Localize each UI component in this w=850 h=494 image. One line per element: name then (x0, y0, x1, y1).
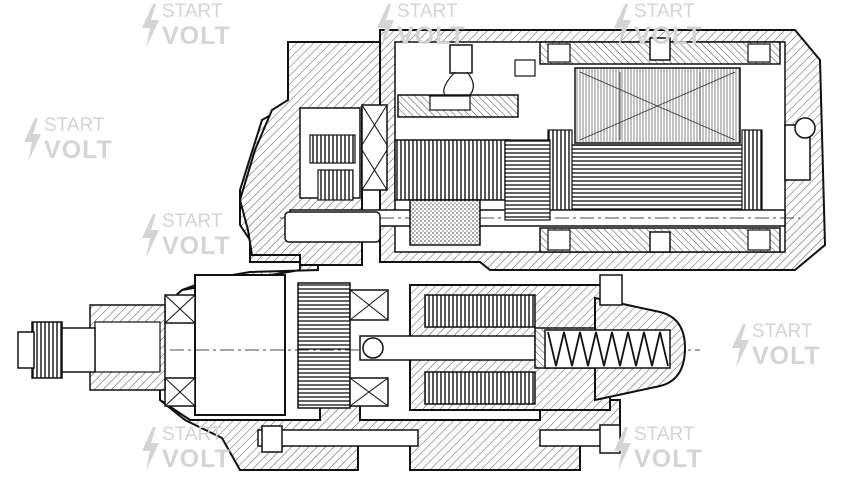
through-bolt-left (257, 429, 419, 447)
rear-bushing (794, 117, 816, 139)
clutch-bearing-left-top-cross (164, 294, 196, 324)
shaft-nose-bore (94, 321, 161, 373)
pole-screw-top (649, 37, 671, 61)
through-bolt-left-head (261, 425, 283, 453)
planet-gear-lower (317, 169, 354, 201)
magnet-bottom-left (547, 229, 571, 251)
through-bolt-right-head (599, 424, 621, 454)
terminal-bolt-head (514, 59, 536, 77)
shaft-nose-cap (17, 331, 35, 369)
commutator-riser (504, 139, 551, 221)
brush-upper (429, 95, 471, 111)
armature-slot-insulation (547, 129, 573, 226)
magnet-top-right (747, 43, 771, 63)
magnet-bottom-right (747, 229, 771, 251)
solenoid-plunger (359, 335, 536, 361)
pinion-bearing-upper-cross (349, 289, 389, 321)
pinion-bearing-lower-cross (349, 377, 389, 407)
drive-pinion-housing (194, 274, 286, 416)
commutator (394, 139, 511, 201)
solenoid-coil-top (424, 294, 536, 328)
brush-lead-block (449, 44, 473, 74)
return-spring (547, 331, 669, 367)
solenoid-terminal-stud (599, 274, 623, 306)
sun-bearing-cross (361, 104, 388, 191)
shaft-nose-tip (31, 321, 63, 379)
brush-lower (409, 199, 481, 246)
shaft-nose-stub (59, 327, 96, 373)
output-shaft-pin (284, 211, 381, 243)
pinion-gear (297, 282, 351, 409)
pole-screw-bottom (649, 231, 671, 253)
clutch-bearing-left-bottom-cross (164, 377, 196, 407)
brush-lead-wire (443, 71, 474, 96)
magnet-top-left (547, 43, 571, 63)
sun-gear-bearing (361, 104, 388, 191)
solenoid-coil-bottom (424, 371, 536, 405)
planet-gear-upper (309, 134, 356, 164)
armature-winding-pattern (579, 71, 736, 141)
plunger-pivot (362, 337, 384, 359)
